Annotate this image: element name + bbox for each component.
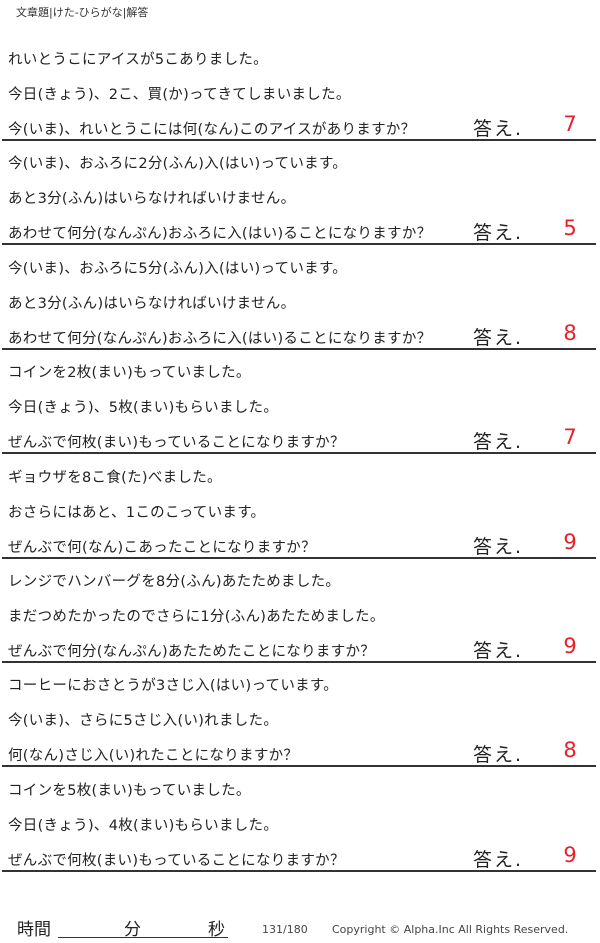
divider [2,765,596,768]
footer: 時間 分 秒 131/180 Copyright © Alpha.Inc All… [0,915,600,943]
problem-line: コーヒーにおさとうが3さじ入(はい)っています。 [8,678,339,695]
time-label: 時間 [17,920,51,940]
answer-label: 答え. [473,326,524,349]
problem-line: おさらにはあと、1このこっています。 [8,504,266,521]
problem-line: ぜんぶで何枚(まい)もっていることになりますか？ [8,435,345,452]
divider [2,869,596,872]
problem-block: 今(いま)、おふろに5分(ふん)入(はい)っています。あと3分(ふん)はいらなけ… [0,245,600,350]
worksheet-title: 文章題|けた-ひらがな|解答 [16,6,149,19]
problem-line: れいとうこにアイスが5こありました。 [8,52,268,68]
problem-block: レンジでハンバーグを8分(ふん)あたためました。まだつめたかったのでさらに1分(… [0,558,600,663]
problem-line: あわせて何分(なんぷん)おふろに入(はい)ることになりますか？ [8,226,432,243]
problem-block: ギョウザを8こ食(た)べました。おさらにはあと、1このこっています。ぜんぶで何(… [0,454,600,559]
problem-line: 今日(きょう)、4枚(まい)もらいました。 [8,817,279,834]
problem-line: 今日(きょう)、2こ、買(か)ってきてしまいました。 [8,87,351,103]
problem-line: 今(いま)、さらに5さじ入(い)れました。 [8,713,279,730]
problem-block: コーヒーにおさとうが3さじ入(はい)っています。今(いま)、さらに5さじ入(い)… [0,662,600,768]
seconds-label: 秒 [208,920,225,940]
answer-label: 答え. [473,222,524,245]
answer-label: 答え. [473,535,524,558]
answer-value: 9 [563,529,577,554]
answer-value: 9 [563,634,577,658]
divider [2,139,596,141]
answer-label: 答え. [473,848,524,871]
problem-line: 今(いま)、れいとうこには何(なん)このアイスがありますか？ [8,122,416,138]
problem-line: レンジでハンバーグを8分(ふん)あたためました。 [8,574,341,590]
problem-line: 今日(きょう)、5枚(まい)もらいました。 [8,400,279,417]
answer-value: 5 [563,216,577,241]
problem-line: ぜんぶで何分(なんぷん)あたためたことになりますか？ [8,644,376,660]
problem-line: あわせて何分(なんぷん)おふろに入(はい)ることになりますか？ [8,330,432,347]
problem-block: コインを5枚(まい)もっていました。今日(きょう)、4枚(まい)もらいました。ぜ… [0,767,600,872]
divider [2,347,596,350]
answer-label: 答え. [473,431,524,454]
problem-line: ギョウザを8こ食(た)べました。 [8,469,222,486]
problem-line: コインを2枚(まい)もっていました。 [8,365,251,382]
time-blank-line [58,937,228,938]
problem-line: ぜんぶで何(なん)こあったことになりますか？ [8,539,316,556]
problem-line: 何(なん)さじ入(い)れたことになりますか？ [8,748,299,765]
answer-label: 答え. [473,118,524,140]
divider [2,661,596,663]
problem-line: 今(いま)、おふろに5分(ふん)入(はい)っています。 [8,260,348,277]
problem-block: コインを2枚(まい)もっていました。今日(きょう)、5枚(まい)もらいました。ぜ… [0,349,600,455]
answer-label: 答え. [473,640,524,662]
divider [2,452,596,455]
divider [2,243,596,246]
answer-value: 9 [563,842,577,867]
divider [2,556,596,559]
answer-value: 8 [563,738,577,763]
minutes-label: 分 [124,920,141,940]
problem-line: あと3分(ふん)はいらなければいけません。 [8,295,296,312]
problem-line: ぜんぶで何枚(まい)もっていることになりますか？ [8,852,345,869]
problem-line: 今(いま)、おふろに2分(ふん)入(はい)っています。 [8,156,348,173]
answer-value: 8 [563,320,577,345]
problem-line: まだつめたかったのでさらに1分(ふん)あたためました。 [8,609,385,625]
problem-line: コインを5枚(まい)もっていました。 [8,782,251,799]
answer-label: 答え. [473,744,524,767]
problem-block: れいとうこにアイスが5こありました。今日(きょう)、2こ、買(か)ってきてしまい… [0,36,600,141]
copyright: Copyright © Alpha.Inc All Rights Reserve… [332,923,569,936]
problem-line: あと3分(ふん)はいらなければいけません。 [8,191,296,208]
page-number: 131/180 [262,923,308,936]
answer-value: 7 [563,112,577,136]
answer-value: 7 [563,425,577,450]
problem-block: 今(いま)、おふろに2分(ふん)入(はい)っています。あと3分(ふん)はいらなけ… [0,140,600,246]
